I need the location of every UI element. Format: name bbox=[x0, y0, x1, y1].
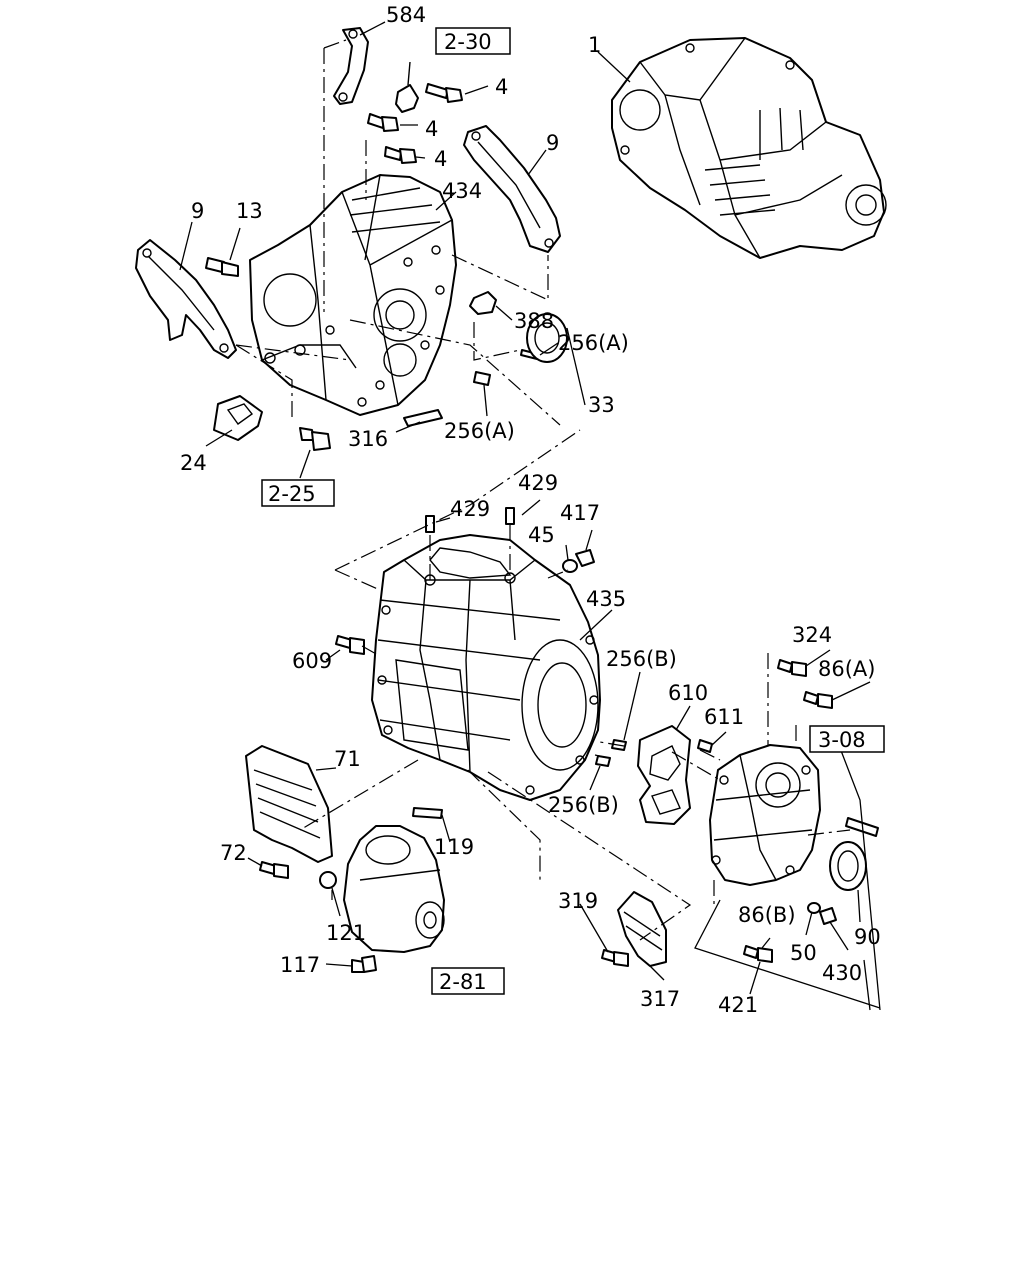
label-24: 24 bbox=[180, 451, 207, 475]
clutch-housing-group bbox=[135, 21, 631, 479]
label-9-left: 9 bbox=[191, 199, 204, 223]
label-434: 434 bbox=[442, 179, 482, 203]
label-256b-lower: 256(B) bbox=[548, 793, 619, 817]
transmission-assembly-illustration bbox=[611, 37, 887, 259]
label-50: 50 bbox=[790, 941, 817, 965]
transmission-case-group bbox=[245, 429, 881, 1011]
label-430: 430 bbox=[822, 961, 862, 985]
label-4-lower: 4 bbox=[434, 147, 447, 171]
label-421: 421 bbox=[718, 993, 758, 1017]
label-121: 121 bbox=[326, 921, 366, 945]
label-609: 609 bbox=[292, 649, 332, 673]
label-388: 388 bbox=[514, 309, 554, 333]
label-435: 435 bbox=[586, 587, 626, 611]
label-45: 45 bbox=[528, 523, 555, 547]
label-256a-lower: 256(A) bbox=[444, 419, 515, 443]
reference-boxes: 2-30 2-25 3-08 2-81 bbox=[261, 27, 885, 995]
label-117: 117 bbox=[280, 953, 320, 977]
label-316: 316 bbox=[348, 427, 388, 451]
ref-box-2-81[interactable]: 2-81 bbox=[431, 967, 505, 995]
label-584: 584 bbox=[386, 3, 426, 27]
label-4-middle: 4 bbox=[425, 117, 438, 141]
label-317: 317 bbox=[640, 987, 680, 1011]
label-72: 72 bbox=[220, 841, 247, 865]
ref-label-3-08: 3-08 bbox=[818, 728, 866, 752]
label-610: 610 bbox=[668, 681, 708, 705]
label-1: 1 bbox=[588, 33, 601, 57]
label-429-left: 429 bbox=[450, 497, 490, 521]
ref-box-2-30[interactable]: 2-30 bbox=[435, 27, 511, 55]
label-9-right: 9 bbox=[546, 131, 559, 155]
label-13: 13 bbox=[236, 199, 263, 223]
label-119: 119 bbox=[434, 835, 474, 859]
label-256b-upper: 256(B) bbox=[606, 647, 677, 671]
part-labels: 584 4 4 4 1 9 9 13 434 388 256(A) 33 256… bbox=[180, 3, 881, 1017]
label-417: 417 bbox=[560, 501, 600, 525]
label-33: 33 bbox=[588, 393, 615, 417]
label-86a: 86(A) bbox=[818, 657, 875, 681]
label-256a-upper: 256(A) bbox=[558, 331, 629, 355]
ref-label-2-25: 2-25 bbox=[268, 482, 316, 506]
ref-box-2-25[interactable]: 2-25 bbox=[261, 479, 335, 507]
label-429-right: 429 bbox=[518, 471, 558, 495]
label-611: 611 bbox=[704, 705, 744, 729]
label-319: 319 bbox=[558, 889, 598, 913]
label-324: 324 bbox=[792, 623, 832, 647]
label-71: 71 bbox=[334, 747, 361, 771]
label-86b: 86(B) bbox=[738, 903, 796, 927]
ref-label-2-81: 2-81 bbox=[439, 970, 487, 994]
label-90: 90 bbox=[854, 925, 881, 949]
ref-label-2-30: 2-30 bbox=[444, 30, 492, 54]
ref-box-3-08[interactable]: 3-08 bbox=[809, 725, 885, 753]
label-4-top: 4 bbox=[495, 75, 508, 99]
